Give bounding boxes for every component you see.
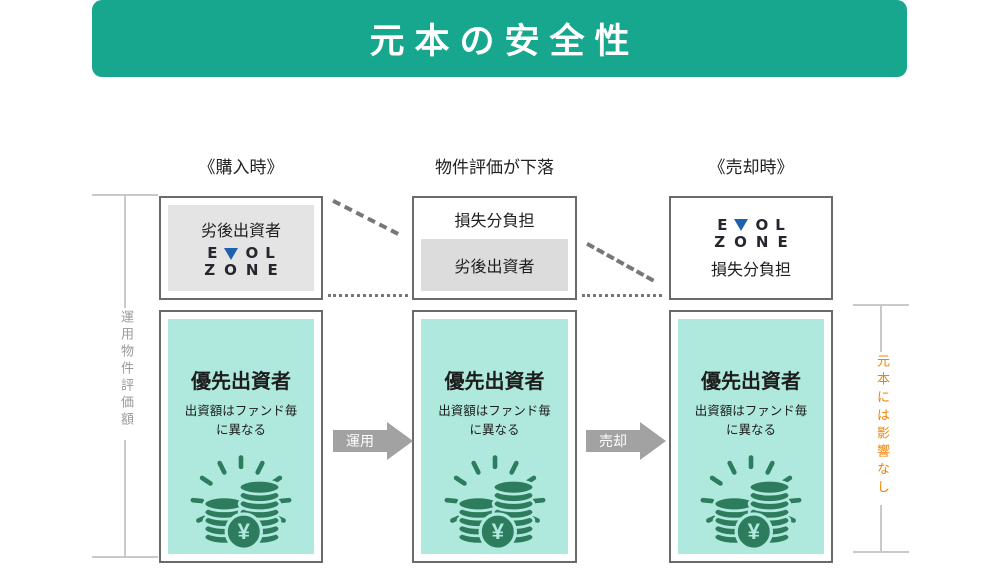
- investment-note: 出資額はファンド毎 に異なる: [694, 404, 808, 438]
- subordinated-investor-box-purchase: 劣後出資者 E OL ZONE: [159, 196, 323, 300]
- priority-investor-box-sale: 優先出資者 出資額はファンド毎 に異なる: [669, 310, 833, 563]
- priority-panel: 優先出資者 出資額はファンド毎 に異なる: [168, 319, 314, 554]
- priority-investor-title: 優先出資者: [701, 371, 801, 393]
- left-measure-stem-upper: [124, 194, 126, 308]
- logo-letter-e: E: [207, 244, 218, 262]
- logo-line1: E OL: [207, 245, 275, 261]
- investment-note: 出資額はファンド毎 に異なる: [438, 404, 551, 438]
- subordinated-panel: 劣後出資者: [421, 239, 568, 291]
- evol-zone-logo: E OL ZONE: [714, 217, 787, 251]
- operate-arrow-label: 運用: [346, 433, 374, 449]
- logo-line1: E OL: [717, 217, 785, 233]
- right-axis-label: 元本には影響なし: [875, 354, 890, 498]
- logo-v-triangle-icon: [734, 219, 749, 231]
- yen-symbol: ¥: [238, 519, 251, 544]
- loss-burden-label: 損失分負担: [454, 212, 535, 230]
- left-axis-label: 運用物件評価額: [119, 310, 134, 429]
- priority-investor-box-decline: 優先出資者 出資額はファンド毎 に異なる: [412, 310, 577, 563]
- loss-burden-label: 損失分負担: [710, 261, 791, 279]
- yen-symbol: ¥: [491, 519, 504, 544]
- stage-header-sale: 《売却時》: [708, 158, 794, 177]
- subordinated-panel: 劣後出資者 E OL ZONE: [168, 205, 314, 291]
- stage-header-decline: 物件評価が下落: [435, 158, 554, 177]
- loss-burden-box-sale: E OL ZONE 損失分負担: [669, 196, 833, 300]
- sell-arrow-label: 売却: [599, 433, 627, 449]
- subordinated-label: 劣後出資者: [454, 259, 535, 276]
- coins-icon: ¥: [190, 455, 292, 551]
- left-measure-stem-lower: [124, 440, 126, 556]
- left-measure-cap-bottom: [92, 556, 158, 558]
- logo-letter-e: E: [717, 215, 728, 234]
- logo-line2: ZONE: [204, 261, 287, 279]
- priority-panel: 優先出資者 出資額はファンド毎 に異なる: [678, 319, 824, 554]
- dotted-connector-baseline-2: [582, 294, 662, 297]
- sell-arrow: 売却: [586, 422, 666, 460]
- priority-investor-title: 優先出資者: [191, 371, 291, 393]
- loss-burden-box-decline: 損失分負担 劣後出資者: [412, 196, 577, 300]
- logo-v-triangle-icon: [224, 247, 239, 260]
- evol-zone-logo: E OL ZONE: [204, 245, 277, 279]
- priority-investor-title: 優先出資者: [444, 371, 545, 393]
- right-measure-cap-bottom: [853, 551, 909, 553]
- investment-note: 出資額はファンド毎 に異なる: [184, 404, 298, 438]
- page-title: 元本の安全性: [369, 22, 640, 61]
- priority-panel: 優先出資者 出資額はファンド毎 に異なる: [421, 319, 568, 554]
- logo-letters-ol: OL: [245, 244, 282, 262]
- logo-letters-ol: OL: [755, 215, 792, 234]
- title-banner: 元本の安全性: [92, 0, 907, 77]
- coins-icon: ¥: [700, 455, 802, 551]
- coins-icon: ¥: [444, 455, 545, 551]
- dotted-connector-baseline-1: [328, 294, 408, 297]
- arrow-head-icon: [387, 422, 413, 460]
- arrow-head-icon: [640, 422, 666, 460]
- dashed-connector-decline-2: [586, 242, 655, 283]
- right-measure-stem-upper: [880, 304, 882, 352]
- logo-line2: ZONE: [714, 232, 797, 251]
- right-measure-stem-lower: [880, 505, 882, 553]
- subordinated-label: 劣後出資者: [200, 223, 281, 240]
- dashed-connector-decline-1: [332, 199, 400, 236]
- stage-header-purchase: 《購入時》: [198, 158, 284, 177]
- operate-arrow: 運用: [333, 422, 413, 460]
- yen-symbol: ¥: [748, 519, 761, 544]
- priority-investor-box-purchase: 優先出資者 出資額はファンド毎 に異なる: [159, 310, 323, 563]
